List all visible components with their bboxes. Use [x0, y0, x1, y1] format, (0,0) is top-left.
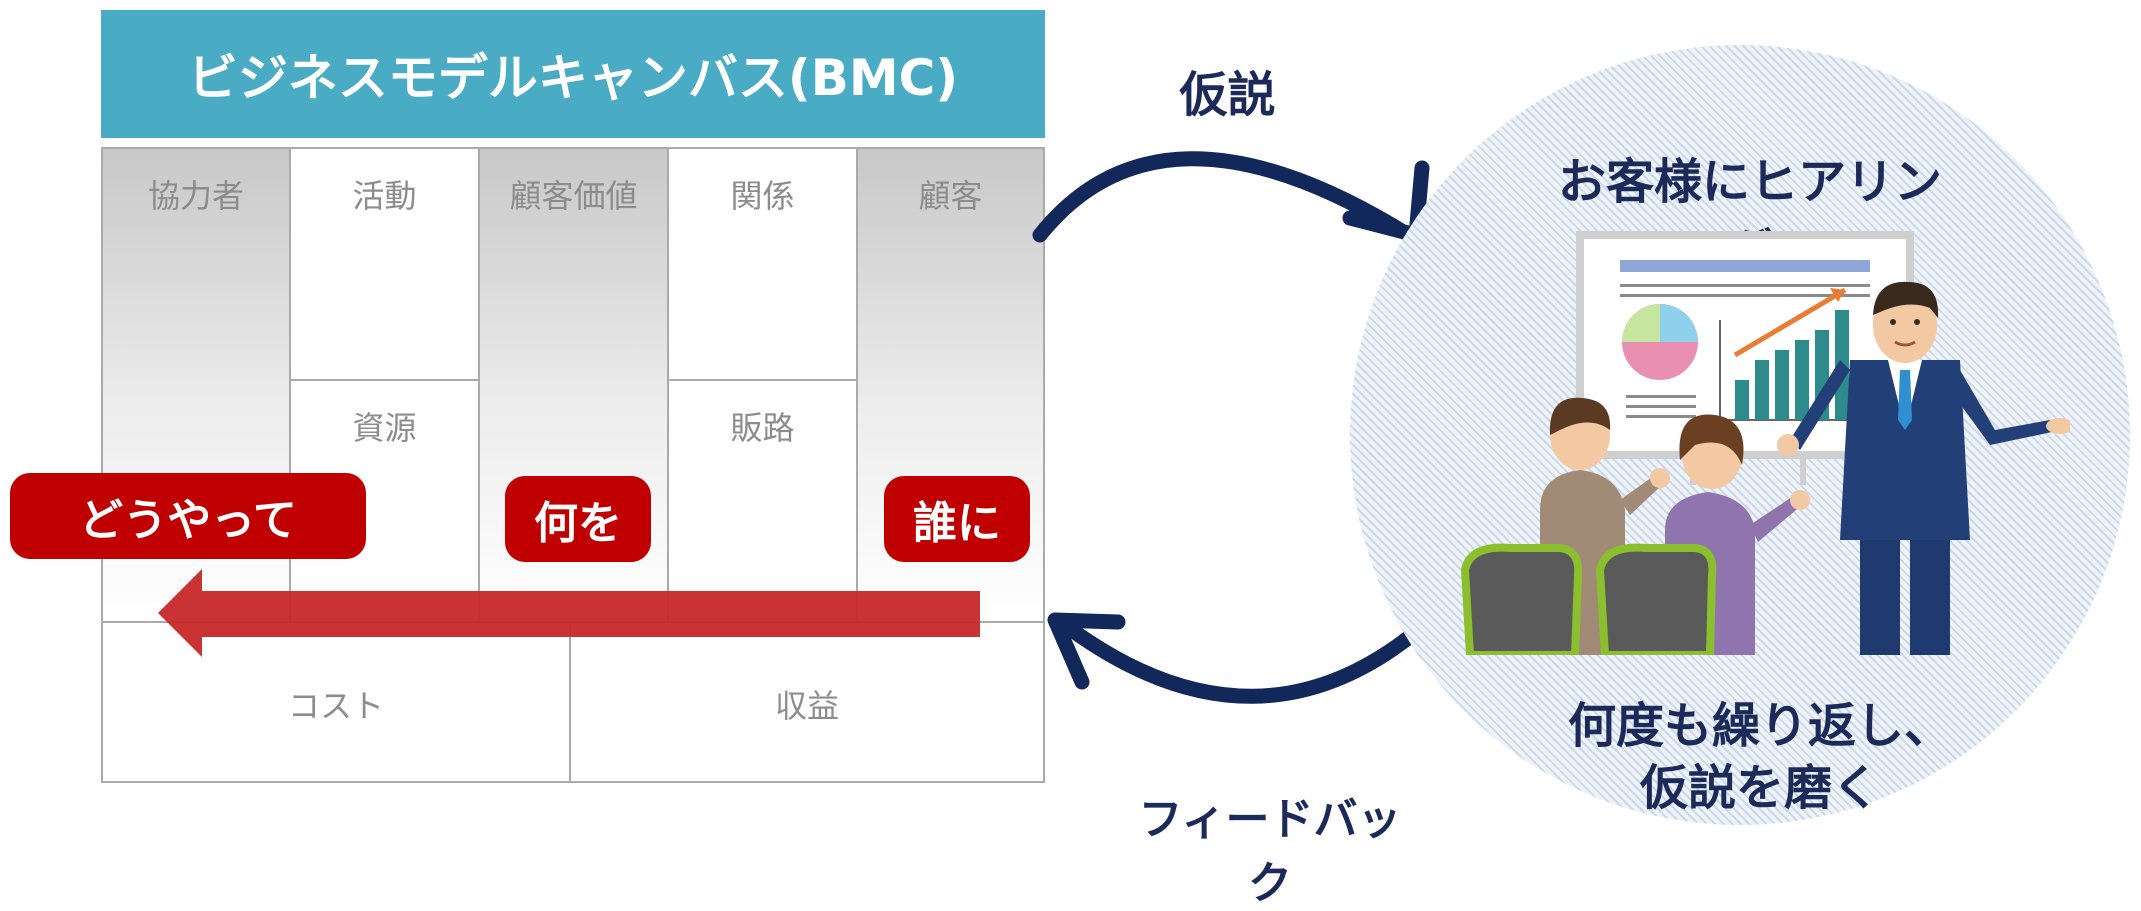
cell-channels-label: 販路: [730, 409, 795, 447]
chair-icon: [1460, 543, 1583, 655]
cycle-arrows: [1032, 151, 1438, 704]
cell-resources-label: 資源: [352, 409, 417, 447]
bmc-title: ビジネスモデルキャンバス(BMC): [101, 10, 1045, 138]
cell-revenue-label: 収益: [774, 687, 839, 725]
circle-title: お客様にヒアリング: [1557, 154, 1942, 280]
cell-revenue: 収益: [569, 621, 1045, 783]
hypothesis-arrow: [1032, 151, 1430, 243]
label-how: どうやって: [10, 473, 366, 559]
feedback-arrow: [1047, 612, 1438, 704]
chair-icon: [1595, 543, 1717, 655]
circle-caption-line2: 仮説を磨く: [1639, 760, 1880, 816]
label-who: 誰に: [884, 476, 1030, 562]
flow-arrow: [158, 569, 980, 657]
whiteboard-icon: [1576, 231, 1914, 485]
cell-activities-label: 活動: [352, 177, 417, 215]
feedback-label: フィードバック: [1138, 794, 1402, 909]
cell-cost: コスト: [101, 621, 571, 783]
cell-value-label: 顧客価値: [509, 177, 638, 215]
cell-activities: 活動: [289, 147, 480, 381]
cell-channels: 販路: [667, 379, 858, 623]
cell-relationships: 関係: [667, 147, 858, 381]
hypothesis-label: 仮説: [1179, 67, 1276, 123]
label-what: 何を: [505, 476, 651, 562]
circle-caption-line1: 何度も繰り返し、: [1567, 698, 1952, 754]
cell-customers-label: 顧客: [918, 177, 983, 215]
circle-caption: 何度も繰り返し、 仮説を磨く: [1530, 695, 1990, 819]
cell-partners-label: 協力者: [147, 177, 244, 215]
cell-cost-label: コスト: [287, 687, 384, 725]
cell-relationships-label: 関係: [730, 177, 795, 215]
presentation-illustration: [1460, 231, 2070, 655]
presenter-figure: [1777, 281, 2070, 655]
